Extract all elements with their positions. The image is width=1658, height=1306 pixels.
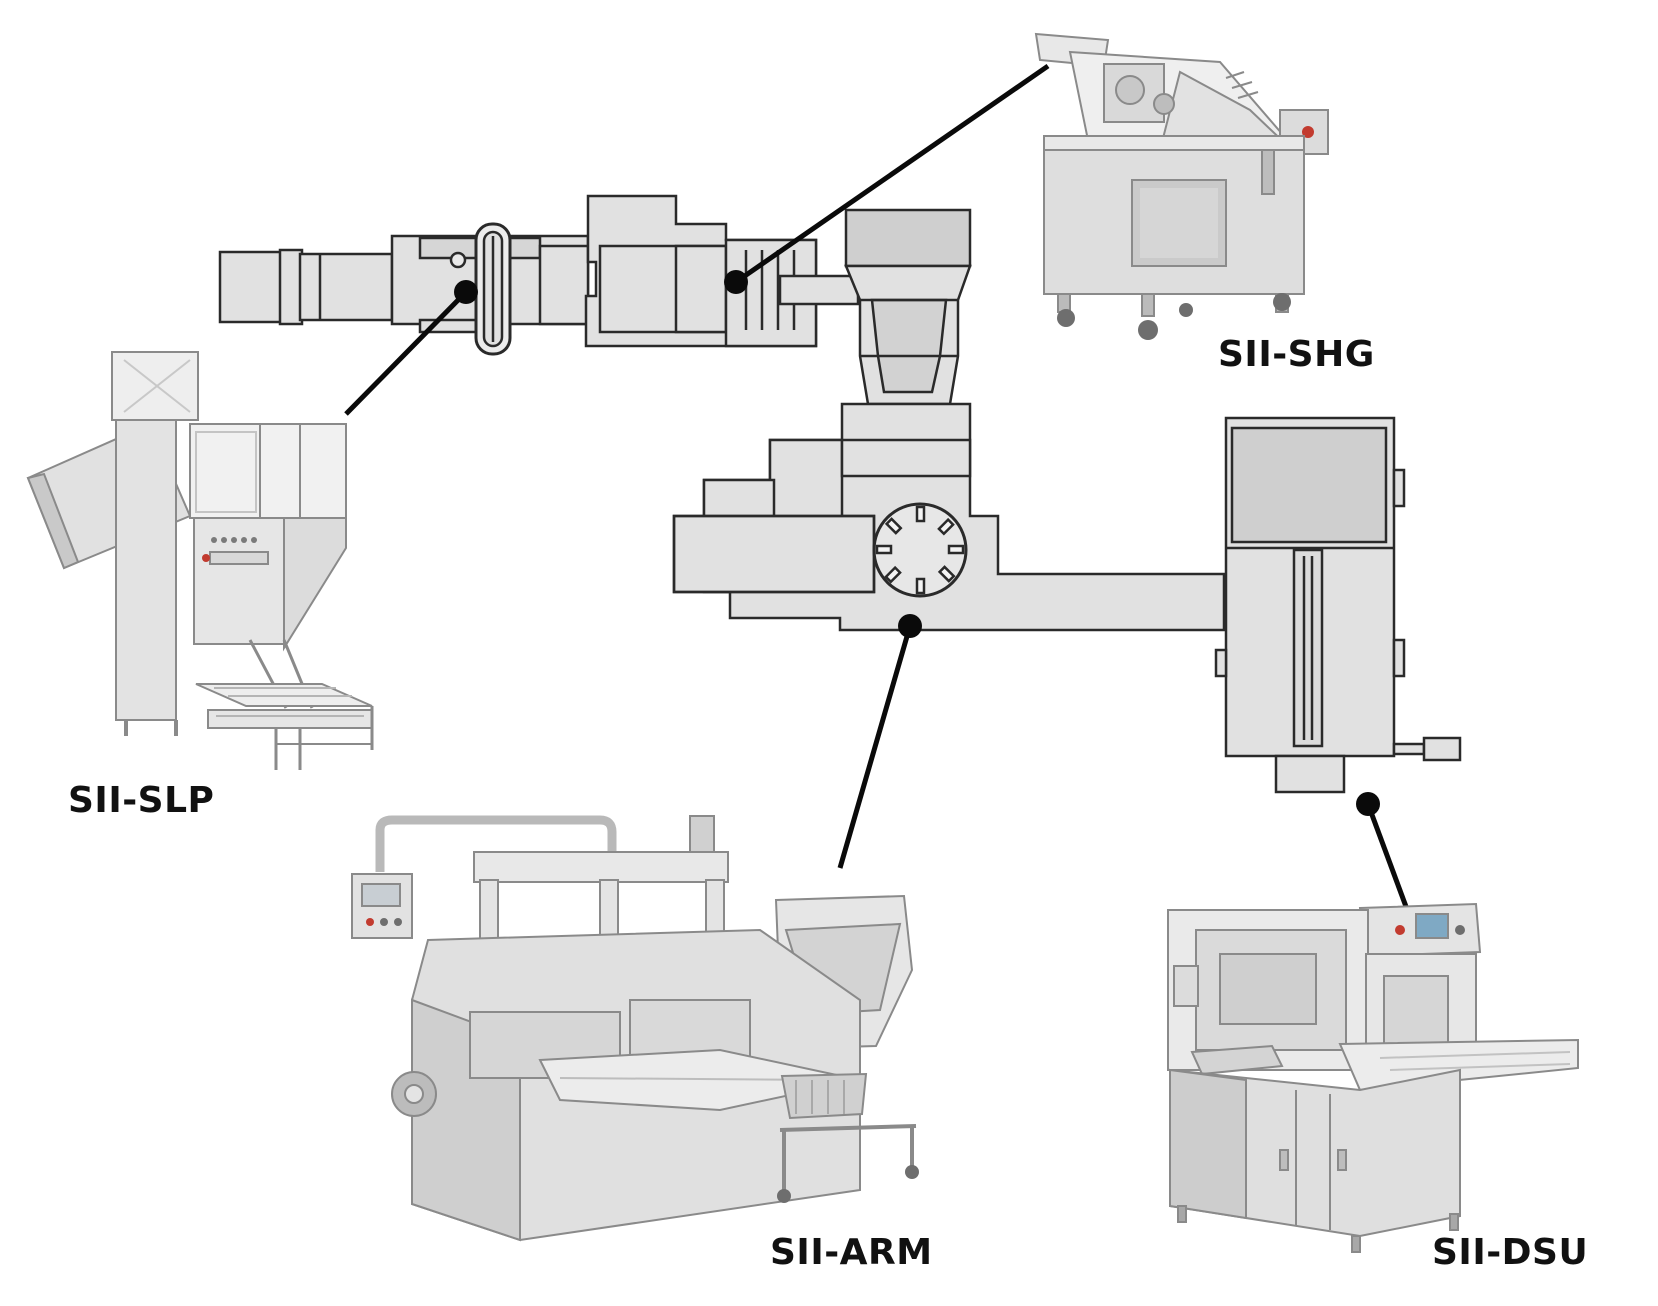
plan-conveyor-left — [218, 234, 590, 334]
plan-shredder-body — [584, 194, 860, 348]
leader-dsu — [1365, 803, 1411, 913]
leader-slp — [344, 290, 468, 416]
plan-hopper — [844, 208, 972, 406]
machine-slp-illustration — [26, 351, 374, 770]
leader-shg — [734, 63, 1050, 285]
leader-dot-slp — [454, 280, 478, 304]
machine-arm-illustration — [351, 815, 919, 1242]
machine-shg-illustration — [1034, 32, 1329, 340]
leader-dot-dsu — [1356, 792, 1380, 816]
leader-arm — [837, 625, 913, 869]
plan-coupling — [474, 222, 512, 356]
machine-dsu-illustration — [1167, 902, 1579, 1253]
plan-processor — [672, 402, 1226, 632]
leader-lines — [344, 63, 1411, 913]
label-sii-slp: SII-SLP — [68, 780, 215, 821]
leader-dot-shg — [724, 270, 748, 294]
label-sii-shg: SII-SHG — [1218, 334, 1375, 375]
leader-dot-arm — [898, 614, 922, 638]
label-sii-dsu: SII-DSU — [1432, 1232, 1589, 1273]
label-sii-arm: SII-ARM — [770, 1232, 933, 1273]
plan-dicer — [1214, 416, 1462, 794]
layout-plan — [218, 194, 1462, 794]
